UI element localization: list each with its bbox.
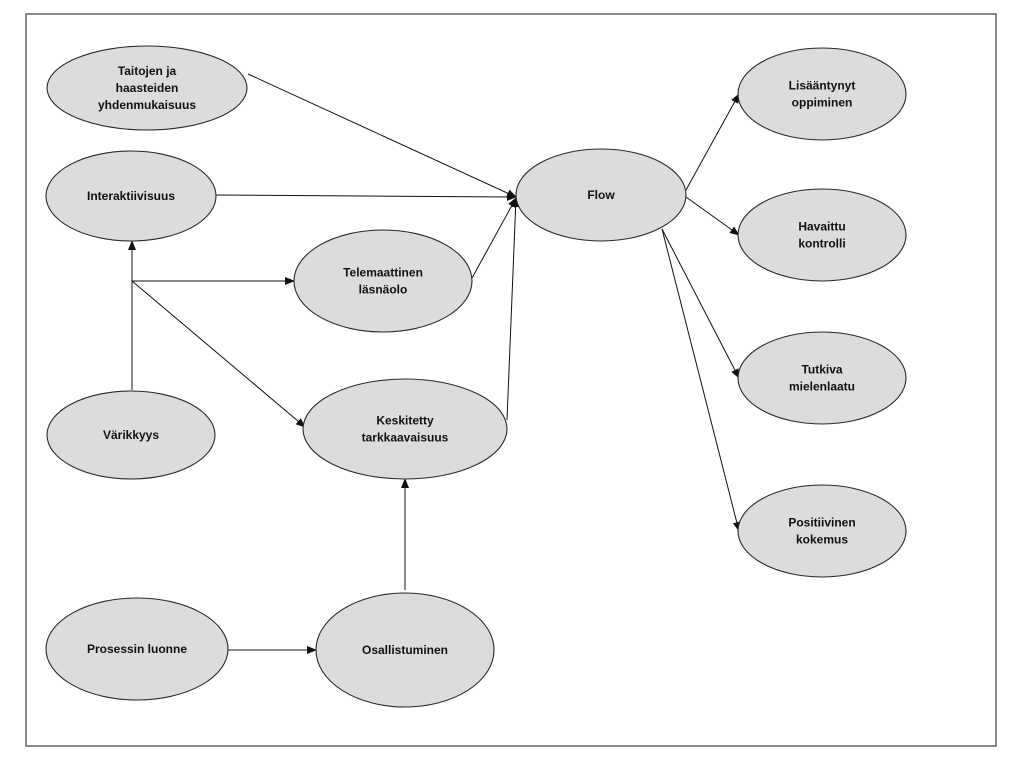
node-keskitetty-ellipse bbox=[302, 378, 508, 480]
edge-telemaattinen-to-flow bbox=[471, 197, 517, 279]
edge-interaktiivisuus-to-flow bbox=[215, 192, 517, 201]
node-tutkiva-ellipse bbox=[737, 331, 907, 425]
node-lisaantynyt: Lisääntynyt oppiminen bbox=[737, 47, 907, 141]
node-tutkiva: Tutkiva mielenlaatu bbox=[737, 331, 907, 425]
node-taitojen-label-line-1: haasteiden bbox=[116, 81, 179, 95]
node-interaktiivisuus: Interaktiivisuus bbox=[45, 150, 217, 242]
node-taitojen-label-line-2: yhdenmukaisuus bbox=[98, 98, 196, 112]
node-prosessin: Prosessin luonne bbox=[45, 597, 229, 701]
node-taitojen-ellipse bbox=[46, 45, 248, 131]
node-interaktiivisuus-label-line-0: Interaktiivisuus bbox=[87, 189, 175, 203]
node-lisaantynyt-label-line-0: Lisääntynyt bbox=[789, 79, 856, 93]
node-osallistuminen-ellipse bbox=[315, 592, 495, 708]
node-havaittu: Havaittu kontrolli bbox=[737, 188, 907, 282]
edge-flow-to-lisaantynyt bbox=[685, 93, 740, 191]
node-keskitetty-label-line-1: tarkkaavaisuus bbox=[362, 431, 449, 445]
node-positiivinen-ellipse bbox=[737, 484, 907, 578]
node-havaittu-label-line-0: Havaittu bbox=[798, 220, 845, 234]
node-flow: Flow bbox=[515, 148, 687, 242]
node-varikkyys-label-line-0: Värikkyys bbox=[103, 428, 159, 442]
node-telemaattinen-ellipse bbox=[293, 229, 473, 333]
node-lisaantynyt-label-line-1: oppiminen bbox=[792, 96, 853, 110]
node-telemaattinen: Telemaattinen läsnäolo bbox=[293, 229, 473, 333]
node-osallistuminen: Osallistuminen bbox=[315, 592, 495, 708]
node-taitojen-label-line-0: Taitojen ja bbox=[118, 64, 177, 78]
node-prosessin-ellipse bbox=[45, 597, 229, 701]
node-lisaantynyt-ellipse bbox=[737, 47, 907, 141]
node-prosessin-label-line-0: Prosessin luonne bbox=[87, 642, 187, 656]
node-positiivinen-label-line-0: Positiivinen bbox=[788, 516, 855, 530]
node-telemaattinen-label-line-0: Telemaattinen bbox=[343, 266, 423, 280]
node-keskitetty-label-line-0: Keskitetty bbox=[376, 414, 434, 428]
node-osallistuminen-label-line-0: Osallistuminen bbox=[362, 643, 448, 657]
node-positiivinen-label-line-1: kokemus bbox=[796, 533, 848, 547]
node-telemaattinen-label-line-1: läsnäolo bbox=[359, 283, 408, 297]
edge-taitojen-to-flow bbox=[247, 73, 517, 198]
node-varikkyys: Värikkyys bbox=[46, 390, 216, 480]
edge-flow-to-havaittu bbox=[685, 196, 740, 236]
node-tutkiva-label-line-1: mielenlaatu bbox=[789, 380, 855, 394]
edge-flow-to-positiivinen bbox=[661, 228, 741, 532]
node-interaktiivisuus-ellipse bbox=[45, 150, 217, 242]
node-flow-label-line-0: Flow bbox=[587, 188, 615, 202]
edge-varikkyys-to-keskitetty bbox=[131, 280, 306, 428]
node-taitojen: Taitojen ja haasteiden yhdenmukaisuus bbox=[46, 45, 248, 131]
node-keskitetty: Keskitetty tarkkaavaisuus bbox=[302, 378, 508, 480]
edge-flow-to-tutkiva bbox=[661, 228, 740, 379]
edge-keskitetty-to-flow bbox=[506, 197, 520, 421]
node-flow-ellipse bbox=[515, 148, 687, 242]
edges-layer bbox=[128, 73, 741, 654]
nodes-layer: Taitojen ja haasteiden yhdenmukaisuusInter… bbox=[45, 45, 907, 708]
node-havaittu-label-line-1: kontrolli bbox=[798, 237, 845, 251]
node-varikkyys-ellipse bbox=[46, 390, 216, 480]
node-tutkiva-label-line-0: Tutkiva bbox=[801, 363, 842, 377]
node-havaittu-ellipse bbox=[737, 188, 907, 282]
node-positiivinen: Positiivinen kokemus bbox=[737, 484, 907, 578]
